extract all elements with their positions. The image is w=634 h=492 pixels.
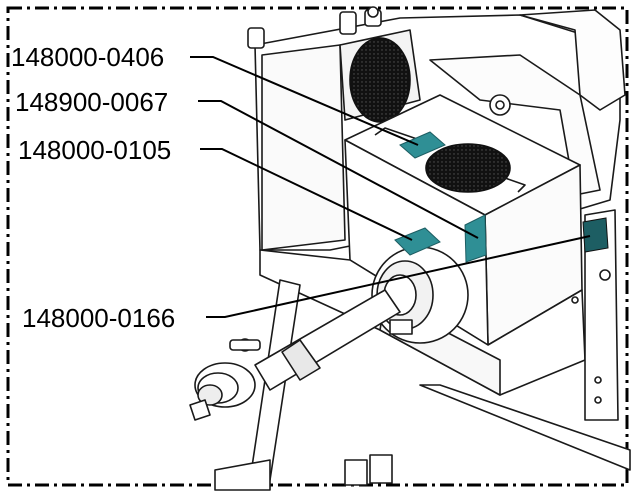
- side-plate: [584, 209, 619, 421]
- top-speaker: [425, 143, 511, 193]
- decal-0406: [399, 131, 446, 159]
- frame-leg-right: [419, 384, 631, 471]
- label-148000-0406: 148000-0406: [11, 42, 164, 72]
- leader-0105: [200, 148, 413, 241]
- leader-0406: [190, 56, 419, 146]
- part-labels: 148000-0406 148900-0067 148000-0105 1480…: [10, 40, 206, 334]
- rear-speaker: [349, 37, 411, 123]
- leader-0166: [205, 235, 591, 318]
- decals: [394, 131, 609, 263]
- label-148900-0067: 148900-0067: [15, 87, 168, 117]
- leader-0067: [198, 100, 479, 239]
- label-148000-0105: 148000-0105: [18, 135, 171, 165]
- diagram-border: [6, 6, 629, 487]
- label-148000-0166: 148000-0166: [22, 303, 175, 333]
- upper-hopper-panel: [261, 44, 346, 251]
- decal-0067: [464, 214, 487, 263]
- leader-lines: [190, 56, 591, 318]
- decal-0105: [394, 227, 441, 256]
- decal-0166: [582, 217, 609, 253]
